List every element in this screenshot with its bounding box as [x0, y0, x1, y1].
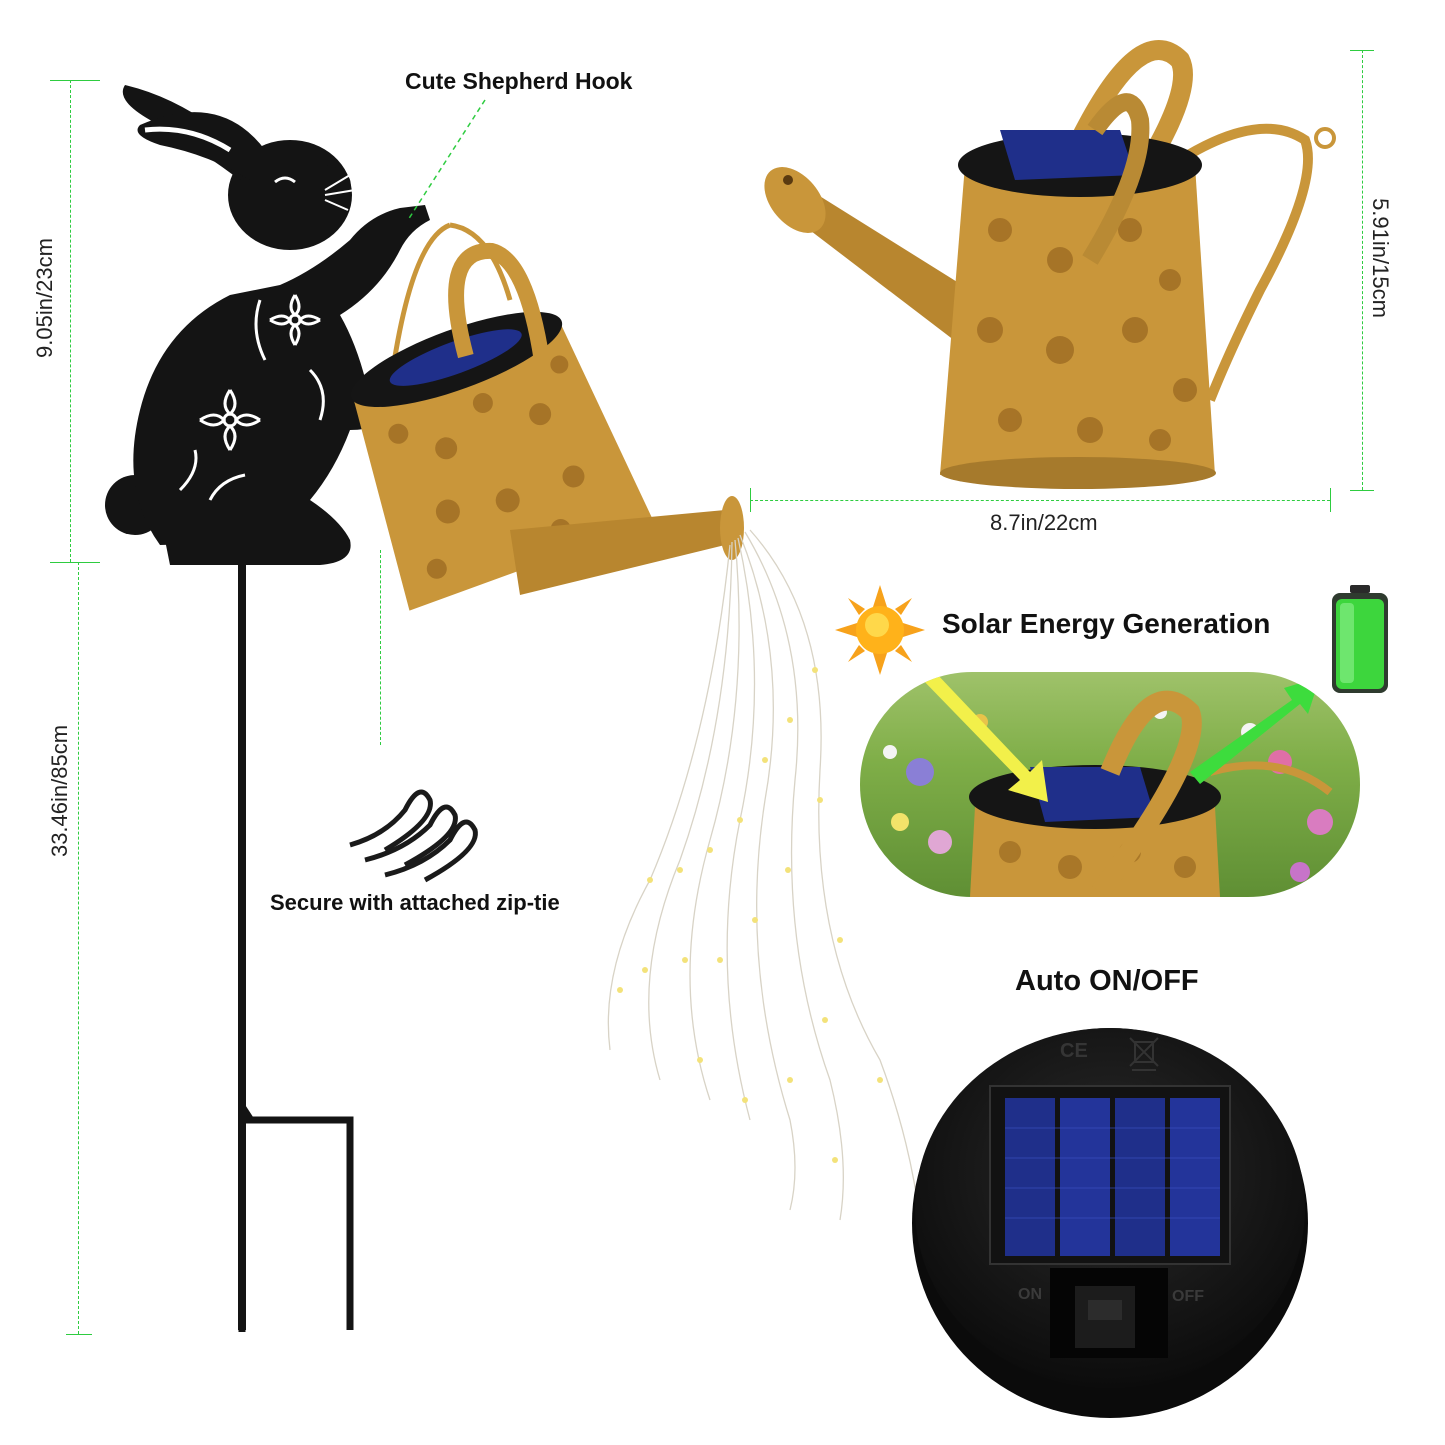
- switch-on-label: ON: [1018, 1286, 1042, 1303]
- topper-height-label: 9.05in/23cm: [32, 238, 57, 358]
- shepherd-hook-label: Cute Shepherd Hook: [405, 68, 633, 94]
- solar-panel-lid: CE ON OFF: [910, 1018, 1310, 1418]
- can-height-label: 5.91in/15cm: [1368, 198, 1393, 318]
- hanging-watering-can: [350, 222, 744, 611]
- shepherd-hook-pointer: [407, 99, 486, 221]
- zip-tie-icon: [349, 789, 478, 883]
- watering-can-product: [764, 40, 1336, 489]
- led-light-strands: [607, 529, 921, 1221]
- battery-icon: [1332, 585, 1388, 693]
- bunny-stake-illustration: [105, 85, 431, 1332]
- can-width-label: 8.7in/22cm: [990, 510, 1098, 535]
- ce-mark: CE: [1060, 1040, 1088, 1062]
- switch-off-label: OFF: [1172, 1288, 1204, 1305]
- sun-icon: [835, 585, 925, 675]
- solar-energy-label: Solar Energy Generation: [942, 608, 1271, 639]
- zip-tie-label: Secure with attached zip-tie: [270, 890, 560, 915]
- can-guide-line: [380, 550, 381, 745]
- auto-on-off-label: Auto ON/OFF: [1015, 965, 1199, 997]
- solar-garden-photo: [860, 672, 1360, 897]
- stake-height-label: 33.46in/85cm: [47, 724, 72, 858]
